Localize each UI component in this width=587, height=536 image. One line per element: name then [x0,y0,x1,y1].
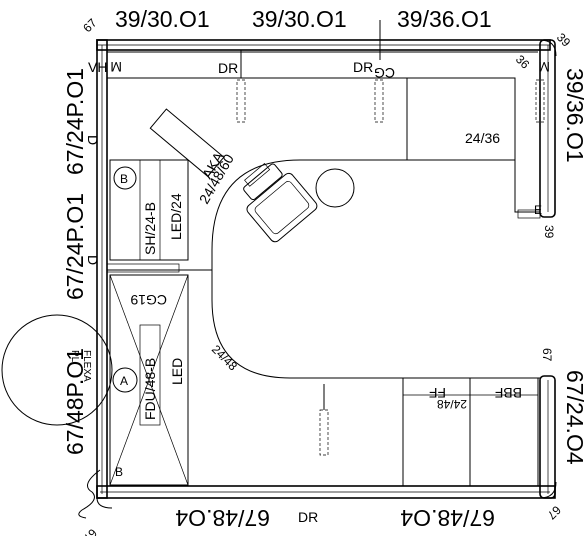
keyboard-arm [149,108,225,178]
panel-label-top-3: 39/36.O1 [397,6,492,32]
label-lateral-24-48: 24/48 [437,397,467,411]
panel-label-top-2: 39/30.O1 [252,6,347,32]
panel-label-left-top: 67/24P.O1 [62,68,88,175]
panel-label-right-top: 39/36.O1 [562,68,587,163]
corner-worksurface-upper [211,159,515,300]
label-dr-bottom: DR [298,509,318,525]
tag-b-bottom: B [115,465,123,479]
panel-label-right-bottom: 67/24.O4 [562,370,587,465]
cable [78,469,101,519]
label-ff: FF [429,385,446,401]
label-cg: CG [374,65,395,81]
top-desk-edge [107,77,540,213]
corner-worksurface-lower [211,299,540,379]
panel-label-bottom-2: 67/48.O4 [400,505,495,531]
tag-a-circle [112,367,138,393]
flexa-swing [1,314,113,426]
label-m-left: M [110,59,122,75]
dim-67-right: 67 [540,348,554,362]
panel-label-left-bottom: 67/48P.O1 [62,348,88,455]
dim-39-right: 39 [542,225,556,239]
label-worksurface-24-48: 24/48 [209,342,240,373]
file-drawer-unit [109,274,189,486]
label-sh-24-b: SH/24-B [142,202,158,255]
right-wall-upper [539,39,556,218]
label-cg19: CG19 [130,292,167,308]
dim-36-topright: 36 [513,52,533,72]
tag-a: A [120,374,128,388]
right-wall-lower [539,375,556,499]
round-seat [315,168,355,208]
label-flexa: FLEXA [81,350,92,382]
label-m-right: M [538,59,550,75]
left-storage [109,159,189,486]
label-bbf: BBF [495,385,522,401]
label-dr-top: DR [218,60,238,76]
label-d-top: D [85,135,101,145]
label-led: LED [169,358,185,385]
label-worksurface-24-36: 24/36 [465,130,500,146]
dim-67-bottomleft: 67 [80,526,100,536]
label-vh: VH [88,59,107,75]
label-pl: PL [69,350,80,363]
dim-39-topright: 39 [554,30,574,50]
panel-label-left-mid: 67/24P.O1 [62,193,88,300]
dim-67-topleft: 67 [80,16,100,36]
label-led-24: LED/24 [168,193,184,240]
panel-label-bottom-1: 67/48.O4 [175,505,270,531]
dim-67-bottomright: 67 [544,503,564,523]
label-fdu-48-b: FDU/48-B [142,358,158,420]
label-dr-top-2: DR [353,59,373,75]
label-e: E [534,203,542,217]
drawer-pedestals [236,20,545,456]
tag-b-circle [113,166,137,190]
task-chair [243,162,318,243]
tag-b: B [120,172,128,186]
panel-label-top-1: 39/30.O1 [115,6,210,32]
worksurfaces [106,77,541,487]
label-d-mid: D [85,255,101,265]
